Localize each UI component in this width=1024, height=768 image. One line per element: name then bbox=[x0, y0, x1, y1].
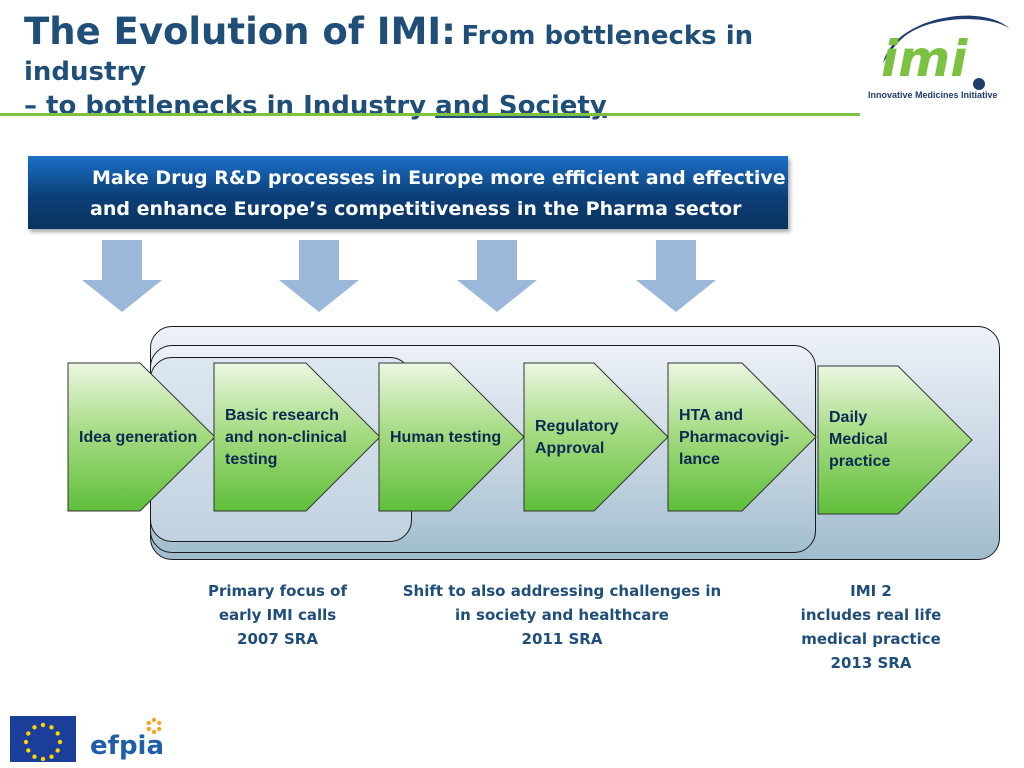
caption-2013-sra: IMI 2 includes real life medical practic… bbox=[800, 582, 942, 672]
eu-flag-icon bbox=[10, 716, 76, 762]
efpia-logo: efpia bbox=[90, 717, 164, 761]
step-chevron-regulatory-approval bbox=[523, 362, 669, 512]
caption-2011-sra: Shift to also addressing challenges in i… bbox=[402, 582, 722, 648]
step-label-hta: HTA and Pharmacovigi- lance bbox=[679, 407, 790, 468]
objective-banner: Make Drug R&D processes in Europe more e… bbox=[28, 156, 788, 229]
title-main: The Evolution of IMI: bbox=[24, 10, 456, 53]
step-chevron-human-testing bbox=[378, 362, 525, 512]
banner-line-2: and enhance Europe’s competitiveness in … bbox=[90, 198, 742, 220]
imi-logo: imi bbox=[881, 15, 1011, 90]
down-arrow-icon bbox=[82, 240, 162, 312]
down-arrow-icon bbox=[457, 240, 537, 312]
step-label-regulatory-approval: Regulatory Approval bbox=[535, 418, 619, 457]
caption-2007-sra: Primary focus of early IMI calls 2007 SR… bbox=[207, 582, 348, 648]
step-chevron-daily-practice bbox=[817, 365, 973, 515]
title-sub: From bottlenecks in industry bbox=[24, 21, 754, 88]
step-label-idea-generation: Idea generation bbox=[79, 429, 198, 446]
step-chevron-basic-research bbox=[213, 362, 381, 512]
step-label-daily-practice: Daily Medical practice bbox=[829, 409, 891, 470]
step-chevron-hta bbox=[667, 362, 817, 512]
down-arrow-icon bbox=[279, 240, 359, 312]
efpia-wordmark: efpia bbox=[90, 731, 164, 761]
title-underline-rule bbox=[0, 113, 860, 116]
imi-logo-caption: Innovative Medicines Initiative bbox=[868, 90, 998, 100]
imi-wordmark: imi bbox=[881, 30, 968, 88]
step-chevron-idea-generation bbox=[67, 362, 216, 512]
step-label-human-testing: Human testing bbox=[390, 429, 502, 446]
banner-line-1: Make Drug R&D processes in Europe more e… bbox=[92, 167, 786, 189]
down-arrow-icon bbox=[636, 240, 716, 312]
step-label-basic-research: Basic research and non-clinical testing bbox=[225, 407, 347, 468]
